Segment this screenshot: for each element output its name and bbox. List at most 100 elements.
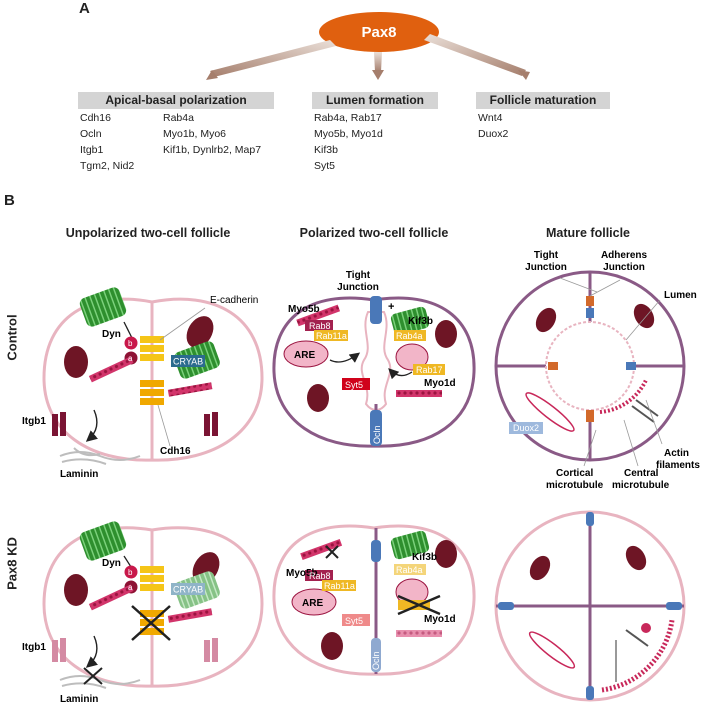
label-tight-junction-1: Tight xyxy=(346,270,371,281)
label-laminin: Laminin xyxy=(60,694,98,705)
label-cortical-microtubule: microtubule xyxy=(546,480,604,491)
cadherin xyxy=(140,566,164,573)
kd-mature-follicle xyxy=(494,510,686,702)
rab11a-badge xyxy=(322,580,356,591)
cadherin xyxy=(140,345,164,352)
label-dyn: Dyn xyxy=(102,558,121,569)
are-compartment xyxy=(283,340,329,368)
gene-item: Rab4a xyxy=(163,112,194,124)
label-rab8: Rab8 xyxy=(309,321,331,331)
label-cryab: CRYAB xyxy=(173,357,203,367)
itgb1-receptor-faded xyxy=(204,638,218,662)
gene-item: Cdh16 xyxy=(80,112,111,124)
microtubule-bundle xyxy=(79,287,127,327)
label-central-microtubule: microtubule xyxy=(612,480,670,491)
label-myo1d: Myo1d xyxy=(424,614,456,625)
label-rab11a: Rab11a xyxy=(316,331,347,341)
cell-membrane xyxy=(272,524,476,676)
arrow-right xyxy=(424,34,526,76)
cross-mark xyxy=(83,667,103,685)
label-rab11a: Rab11a xyxy=(324,581,355,591)
column-title-mature: Mature follicle xyxy=(545,226,631,240)
cryab-badge xyxy=(171,355,205,367)
actin-filament xyxy=(167,608,213,623)
laminin xyxy=(59,447,141,465)
rab4a-badge xyxy=(394,330,426,341)
label-actin: Actin xyxy=(664,448,689,459)
integrin-arrow xyxy=(85,409,99,442)
itgb1-receptor xyxy=(52,412,66,436)
arrow-left xyxy=(210,40,336,77)
syt5-badge-faded xyxy=(342,614,370,626)
label-duox2: Duox2 xyxy=(513,423,539,433)
dynein-b xyxy=(124,336,138,350)
label-itgb1: Itgb1 xyxy=(22,416,46,427)
label-ocln: Ocln xyxy=(372,425,382,444)
label-junction: Junction xyxy=(525,262,567,273)
label-syt5: Syt5 xyxy=(345,380,363,390)
actin-filament xyxy=(88,584,134,611)
cross-mark xyxy=(325,545,339,559)
label-ecadherin: E-cadherin xyxy=(210,295,258,306)
rab8-badge xyxy=(305,320,333,331)
label-ocln: Ocln xyxy=(371,651,381,670)
label-dyn: Dyn xyxy=(102,329,121,340)
cross-mark xyxy=(397,594,441,616)
label-tight: Tight xyxy=(534,250,559,261)
gene-item: Ocln xyxy=(80,128,102,140)
itgb1-receptor xyxy=(204,412,218,436)
dynein-b xyxy=(124,565,138,579)
label-adherens: Adherens xyxy=(601,250,648,261)
microtubule-bundle xyxy=(390,306,430,336)
label-rab4a: Rab4a xyxy=(396,331,423,341)
tight-marker xyxy=(586,308,594,318)
label-b: b xyxy=(128,568,133,577)
label-are: ARE xyxy=(294,350,315,361)
cadherin xyxy=(140,354,164,361)
actin-filament xyxy=(88,356,134,383)
tight-junction-marker xyxy=(370,296,382,324)
lumen-outline xyxy=(360,311,392,411)
nucleus xyxy=(435,540,457,568)
label-plus: + xyxy=(388,301,394,313)
cadherin xyxy=(140,584,164,591)
kd-polarized-follicle: Myo5b Rab8 Rab11a ARE Syt5 Ocln Kif3b Ra… xyxy=(272,524,476,676)
column-title-unpolarized: Unpolarized two-cell follicle xyxy=(65,226,231,240)
label-cortical: Cortical xyxy=(556,468,593,479)
rab17-lost xyxy=(398,600,430,610)
label-syt5: Syt5 xyxy=(345,616,363,626)
nucleus xyxy=(435,320,457,348)
itgb1-receptor-faded xyxy=(52,638,66,662)
category-apical-basal: Apical-basal polarization xyxy=(78,92,274,109)
actin-filament-faded xyxy=(396,630,442,637)
microtubule-bundle xyxy=(390,530,430,560)
control-mature-follicle: Tight Junction Adherens Junction Lumen D… xyxy=(494,250,700,491)
nucleus xyxy=(64,574,88,606)
arrow-middle xyxy=(374,52,382,72)
microtubule-bundle xyxy=(79,521,127,561)
duox2-badge xyxy=(509,422,543,434)
gene-item: Duox2 xyxy=(478,128,509,140)
cryab-badge-faded xyxy=(171,583,205,595)
label-rab17: Rab17 xyxy=(416,365,443,375)
nucleus xyxy=(535,307,557,333)
label-tight-junction-2: Junction xyxy=(337,282,379,293)
actin-filaments-arc xyxy=(601,619,675,693)
central-microtubule xyxy=(625,629,649,647)
label-adherens-junction: Junction xyxy=(603,262,645,273)
syt5-badge xyxy=(342,378,370,390)
gene-item: Rab4a, Rab17 xyxy=(314,112,382,124)
cross-mark xyxy=(131,605,171,641)
nucleus xyxy=(186,316,214,348)
label-kif3b: Kif3b xyxy=(408,316,433,327)
nucleus xyxy=(307,384,329,412)
actin-spindle xyxy=(525,392,575,432)
nucleus xyxy=(321,632,343,660)
label-filaments: filaments xyxy=(656,460,700,471)
gene-item: Wnt4 xyxy=(478,112,503,124)
kd-unpolarized-follicle: Dyn b a CRYAB Itgb1 Laminin xyxy=(22,521,264,705)
ocln-marker xyxy=(370,410,382,446)
lumen xyxy=(545,321,635,411)
label-myo1d: Myo1d xyxy=(424,378,456,389)
cdh16 xyxy=(140,398,164,405)
